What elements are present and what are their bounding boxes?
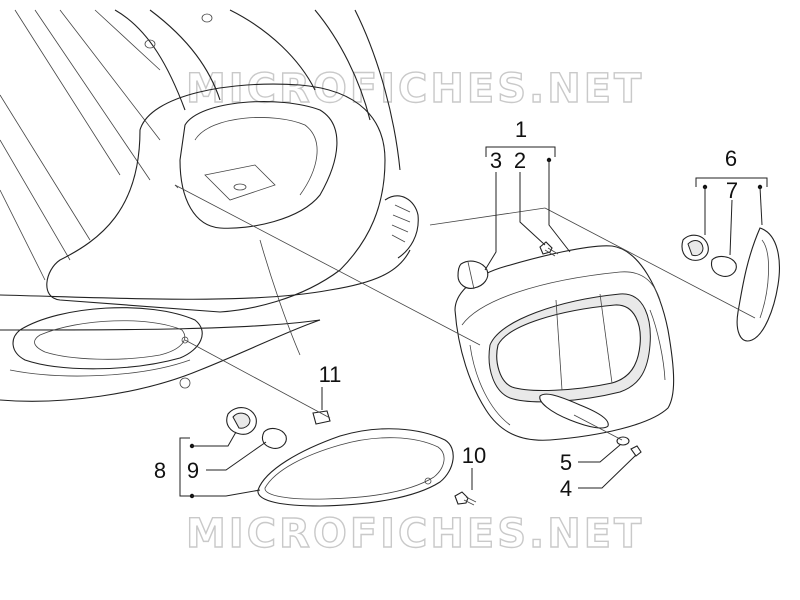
- assembly-reference-lines: [174, 184, 756, 441]
- label-part-8: 8: [154, 458, 166, 483]
- label-part-1: 1: [515, 117, 527, 142]
- label-part-11: 11: [319, 362, 342, 387]
- label-part-4: 4: [560, 476, 572, 501]
- screw-part-2: [539, 241, 559, 257]
- watermark-bottom: MICROFICHES.NET: [186, 511, 644, 557]
- label-part-3: 3: [490, 148, 502, 173]
- leader-lines: [179, 146, 768, 499]
- label-part-2: 2: [514, 148, 526, 173]
- bulb-part-3: [457, 260, 489, 290]
- label-part-7: 7: [726, 178, 738, 203]
- part-labels: 1 2 3 4 5 6 7 8 9 10 11: [154, 117, 738, 501]
- scooter-body: [0, 9, 419, 402]
- tail-lamp-assembly: [454, 245, 675, 441]
- watermark-top: MICROFICHES.NET: [186, 66, 644, 112]
- label-part-6: 6: [725, 146, 737, 171]
- label-part-9: 9: [187, 458, 199, 483]
- side-reflector-assembly: [681, 227, 780, 342]
- label-part-10: 10: [462, 443, 486, 468]
- washer-screw-parts-4-5: [616, 436, 642, 457]
- front-turn-signal-assembly: [226, 407, 477, 507]
- label-part-5: 5: [560, 450, 572, 475]
